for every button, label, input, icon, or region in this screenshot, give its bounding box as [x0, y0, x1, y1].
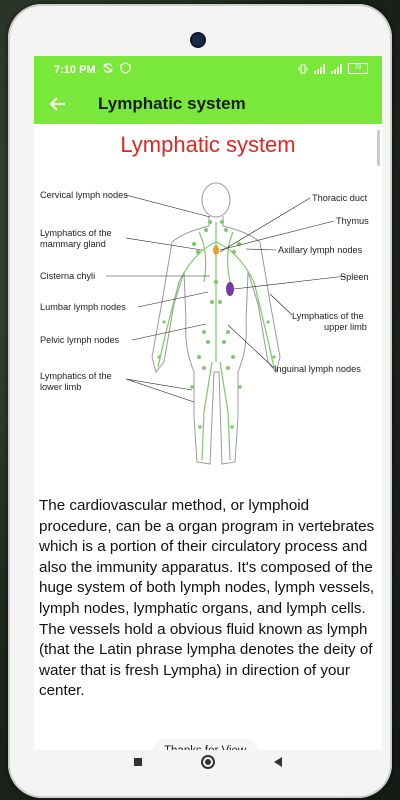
label-thoracic-duct: Thoracic duct — [312, 193, 368, 203]
arrow-left-icon — [49, 97, 65, 111]
app-screen: 7:10 PM — [34, 56, 382, 774]
label-lower-limb-line1: Lymphatics of the — [40, 371, 112, 381]
label-mammary-line2: mammary gland — [40, 239, 106, 249]
label-upper-limb-line2: upper limb — [324, 322, 367, 332]
label-pelvic-lymph-nodes: Pelvic lymph nodes — [40, 335, 120, 345]
circle-icon — [201, 755, 215, 769]
shield-icon — [120, 62, 131, 74]
label-upper-limb-line1: Lymphatics of the — [292, 311, 364, 321]
system-nav-bar — [34, 750, 382, 774]
spleen-shape — [226, 282, 234, 296]
lymph-vessels — [157, 222, 275, 461]
square-icon — [134, 758, 142, 766]
back-button[interactable] — [46, 92, 70, 116]
sync-icon — [103, 63, 113, 73]
lymph-nodes — [157, 220, 276, 429]
triangle-back-icon — [274, 757, 282, 767]
label-lumbar-lymph-nodes: Lumbar lymph nodes — [40, 302, 126, 312]
label-cisterna-chyli: Cisterna chyli — [40, 271, 95, 281]
label-thymus: Thymus — [336, 216, 369, 226]
front-camera — [192, 34, 204, 46]
label-inguinal-lymph-nodes: Inguinal lymph nodes — [274, 364, 361, 374]
label-lower-limb-line2: lower limb — [40, 382, 81, 392]
battery-icon: 79 — [348, 63, 368, 74]
label-axillary-lymph-nodes: Axillary lymph nodes — [278, 245, 363, 255]
back-nav-button[interactable] — [270, 754, 286, 770]
status-left-icons — [102, 62, 131, 74]
signal-icon — [331, 63, 342, 74]
scrollbar[interactable] — [377, 130, 380, 166]
vibrate-icon — [298, 64, 308, 73]
lymphatic-diagram: Cervical lymph nodes Lymphatics of the m… — [40, 182, 369, 465]
page-heading: Lymphatic system — [120, 132, 296, 157]
status-time: 7:10 PM — [54, 64, 96, 76]
recents-button[interactable] — [130, 754, 146, 770]
phone-frame: 7:10 PM — [8, 4, 392, 798]
leader-lines — [106, 194, 347, 403]
label-spleen: Spleen — [340, 272, 369, 282]
body-outline — [151, 182, 281, 465]
label-mammary-line1: Lymphatics of the — [40, 228, 112, 238]
status-right-icons: 79 — [298, 63, 368, 74]
signal-icon — [314, 63, 325, 74]
status-bar: 7:10 PM — [34, 56, 382, 84]
app-bar: Lymphatic system — [34, 84, 382, 124]
label-cervical-lymph-nodes: Cervical lymph nodes — [40, 190, 128, 200]
content-area[interactable]: Lymphatic system — [34, 124, 382, 774]
home-button[interactable] — [200, 754, 216, 770]
battery-level: 79 — [354, 65, 362, 71]
article-body-text: The cardiovascular method, or lymphoid p… — [39, 497, 375, 700]
thymus-shape — [213, 245, 219, 255]
app-bar-title: Lymphatic system — [98, 94, 246, 113]
